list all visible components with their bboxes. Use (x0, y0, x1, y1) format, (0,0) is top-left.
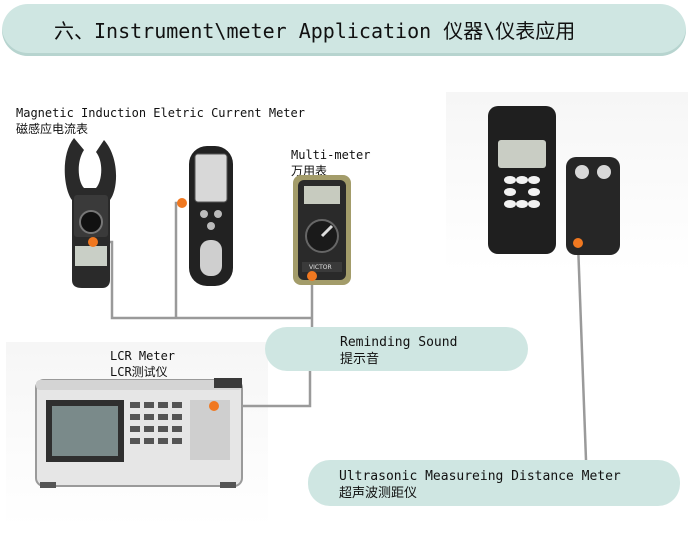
clamp-marker (88, 237, 98, 247)
clamp-meter-device (64, 138, 117, 288)
handheld-meter-device (189, 146, 233, 286)
ultrasonic-sensor-device (566, 157, 620, 255)
lcr-meter-label-en: LCR Meter (110, 349, 176, 363)
reminding-sound-label-zh: 提示音 (340, 352, 380, 367)
clamp-meter-label-zh: 磁感应电流表 (16, 122, 89, 136)
ultrasonic-connector (576, 242, 588, 461)
ultrasonic-label-en: Ultrasonic Measureing Distance Meter (339, 469, 621, 484)
lcr-connector (222, 371, 312, 408)
reminding-sound-label-en: Reminding Sound (340, 335, 458, 350)
ultrasonic-meter-device (488, 106, 556, 254)
multimeter-marker (307, 271, 317, 281)
ultrasonic-marker (573, 238, 583, 248)
remote-marker (177, 198, 187, 208)
multimeter-label-zh: 万用表 (291, 164, 328, 178)
multimeter-label-en: Multi-meter (291, 148, 371, 162)
lcr-meter-device (35, 378, 243, 488)
lcr-meter-label-zh: LCR测试仪 (110, 365, 168, 379)
clamp-meter-label-en: Magnetic Induction Eletric Current Meter (16, 106, 305, 120)
multimeter-device (293, 175, 351, 285)
ultrasonic-label-zh: 超声波测距仪 (339, 486, 418, 501)
multimeter-brand: VICTOR (309, 264, 332, 271)
reminding-sound-callout (265, 327, 528, 371)
remote-connector (174, 201, 180, 318)
connection-markers (88, 198, 583, 411)
lcr-marker (209, 401, 219, 411)
ultrasonic-callout (308, 460, 680, 506)
title-banner (2, 4, 686, 56)
page-title: 六、Instrument\meter Application 仪器\仪表应用 (54, 19, 576, 43)
